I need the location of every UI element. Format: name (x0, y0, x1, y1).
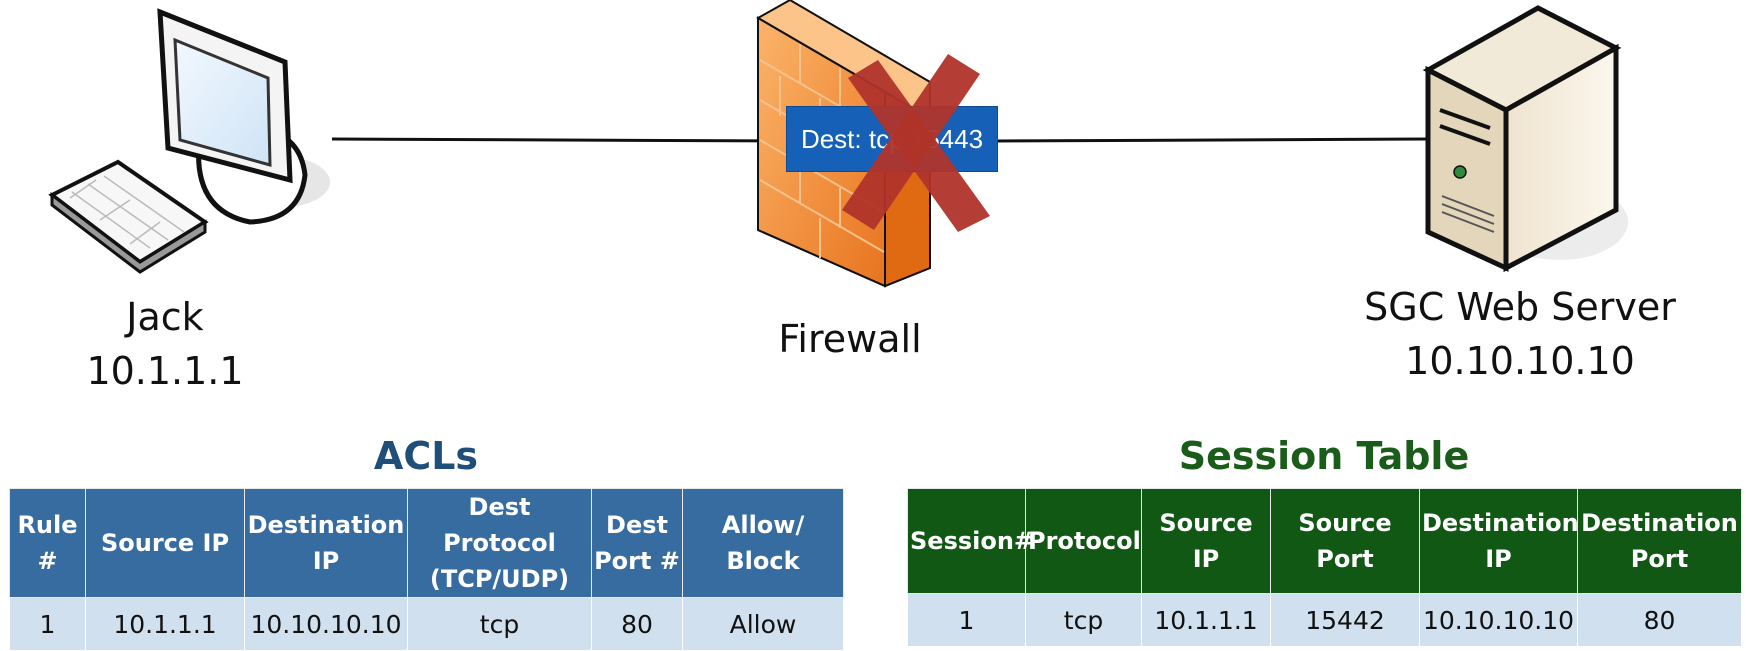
session-cell-destination-ip: 10.10.10.10 (1419, 593, 1578, 647)
desktop-computer-icon (48, 8, 330, 274)
acl-title: ACLs (373, 434, 479, 478)
firewall-node-label: Firewall (740, 312, 960, 366)
session-cell-protocol: tcp (1025, 593, 1142, 647)
link-firewall-server (995, 137, 1429, 143)
session-header-source-ip: Source IP (1141, 488, 1271, 594)
session-header-source-port: Source Port (1270, 488, 1420, 594)
acl-header-source-ip: Source IP (85, 488, 245, 598)
client-ip: 10.1.1.1 (86, 349, 244, 393)
acl-cell-port: 80 (591, 597, 683, 651)
server-tower-icon (1422, 5, 1628, 273)
acl-header-dest-port: Dest Port # (591, 488, 683, 598)
session-cell-source-ip: 10.1.1.1 (1141, 593, 1271, 647)
session-header-destination-ip: Destination IP (1419, 488, 1579, 594)
session-cell-session: 1 (907, 593, 1026, 647)
acl-header-rule: Rule # (9, 488, 86, 598)
table-row: 1 10.1.1.1 10.10.10.10 tcp 80 Allow (9, 597, 844, 651)
acl-cell-rule: 1 (9, 597, 86, 651)
session-header-session: Session# (907, 488, 1034, 594)
table-row: 1 tcp 10.1.1.1 15442 10.10.10.10 80 (907, 593, 1742, 647)
acl-cell-protocol: tcp (407, 597, 592, 651)
client-name: Jack (126, 295, 204, 339)
acl-cell-action: Allow (682, 597, 844, 651)
session-table: Session# Protocol Source IP Source Port … (907, 488, 1742, 647)
blocked-x-icon (842, 54, 990, 232)
client-node-label: Jack 10.1.1.1 (60, 290, 270, 398)
acl-table: Rule # Source IP Destination IP Dest Pro… (9, 488, 844, 651)
server-ip: 10.10.10.10 (1405, 339, 1635, 383)
acl-cell-source-ip: 10.1.1.1 (85, 597, 245, 651)
link-client-firewall (331, 137, 791, 143)
session-header-destination-port: Destination Port (1577, 488, 1742, 594)
acl-header-destination-ip: Destination IP (244, 488, 408, 598)
session-table-title: Session Table (1178, 434, 1470, 478)
acl-header-row: Rule # Source IP Destination IP Dest Pro… (9, 488, 844, 598)
session-header-row: Session# Protocol Source IP Source Port … (907, 488, 1742, 594)
acl-header-dest-protocol: Dest Protocol (TCP/UDP) (407, 488, 592, 598)
session-cell-destination-port: 80 (1577, 593, 1742, 647)
firewall-name: Firewall (778, 317, 922, 361)
acl-cell-destination-ip: 10.10.10.10 (244, 597, 408, 651)
acl-header-allow-block: Allow/ Block (682, 488, 844, 598)
session-cell-source-port: 15442 (1270, 593, 1420, 647)
server-node-label: SGC Web Server 10.10.10.10 (1340, 280, 1700, 388)
session-header-protocol: Protocol (1025, 488, 1142, 594)
server-name: SGC Web Server (1364, 285, 1676, 329)
